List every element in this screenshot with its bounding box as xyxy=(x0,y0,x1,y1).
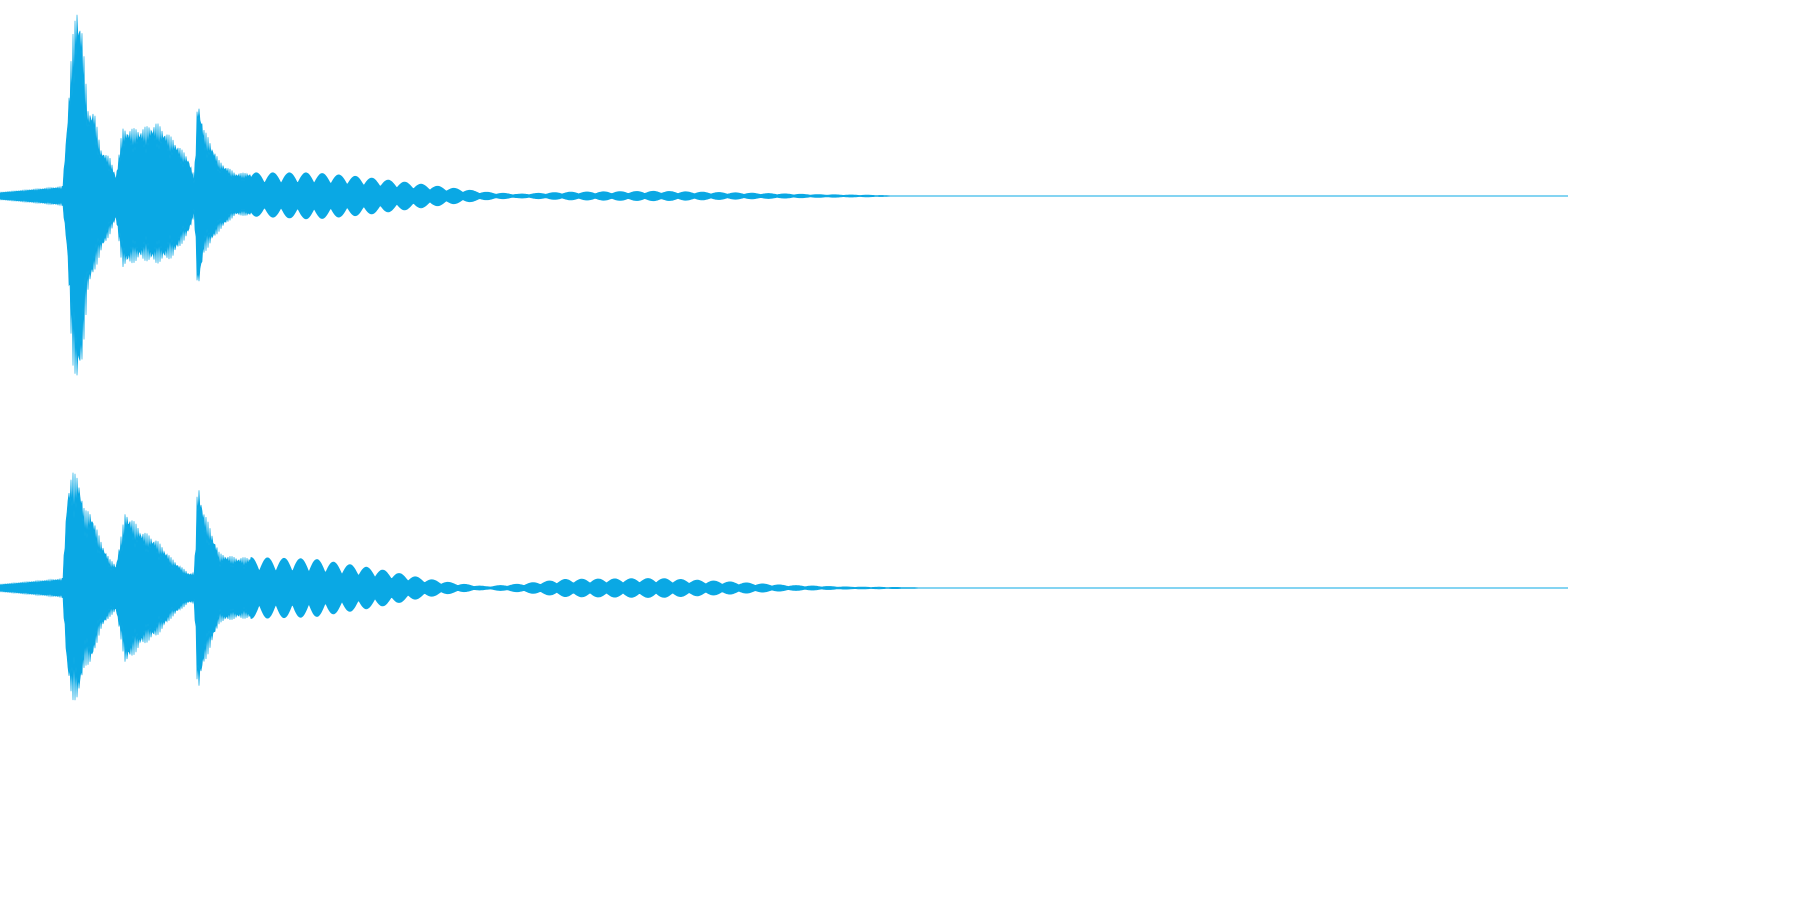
channel-2-waveform xyxy=(0,472,1568,701)
waveform-channel-1[interactable] xyxy=(0,14,1568,376)
waveform-background xyxy=(0,0,1568,784)
waveform-channel-2[interactable] xyxy=(0,472,1568,701)
waveform-view[interactable] xyxy=(0,0,1568,784)
channel-1-waveform xyxy=(0,14,1568,376)
